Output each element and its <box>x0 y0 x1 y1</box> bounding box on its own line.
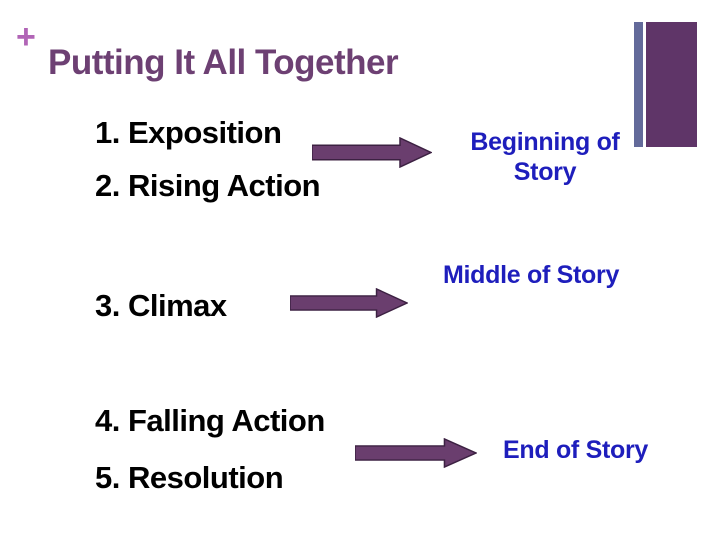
slide-title: Putting It All Together <box>48 43 399 82</box>
stage-label-line: Beginning of <box>470 128 620 156</box>
list-item-climax: 3. Climax <box>95 288 227 323</box>
list-item-exposition: 1. Exposition <box>95 115 282 150</box>
plus-marker: + <box>16 18 36 56</box>
stage-label-line: Story <box>513 158 577 186</box>
list-item-rising-action: 2. Rising Action <box>95 168 321 203</box>
right-arrow-icon <box>355 438 477 468</box>
list-item-falling-action: 4. Falling Action <box>95 403 325 438</box>
stage-label-middle-of-story: Middle of Story <box>443 261 620 289</box>
list-item-resolution: 5. Resolution <box>95 460 284 495</box>
stage-label-beginning-of-story: Beginning of Story <box>430 127 660 187</box>
right-arrow-icon <box>290 288 408 318</box>
accent-bar-thin <box>634 22 643 147</box>
accent-bar-wide <box>646 22 697 147</box>
stage-label-end-of-story: End of Story <box>503 436 649 464</box>
right-arrow-icon <box>312 137 432 168</box>
